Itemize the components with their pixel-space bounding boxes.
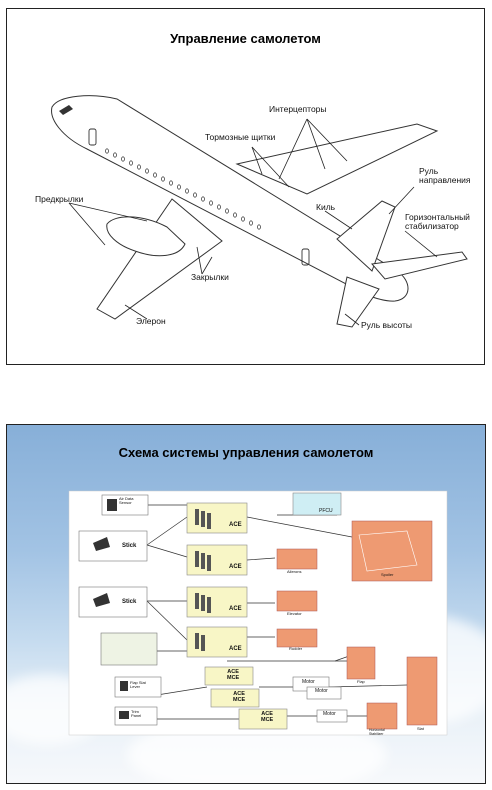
ace-label: ACE	[229, 522, 242, 528]
stabilizer-near	[336, 276, 380, 328]
stick-box-1	[78, 530, 148, 562]
lever-icon	[120, 681, 128, 691]
surface-blocks	[276, 520, 438, 730]
motor-box	[316, 709, 348, 723]
stick-icon	[93, 593, 110, 607]
slide2-title: Схема системы управления самолетом	[118, 445, 374, 460]
stick-box-2	[78, 586, 148, 618]
panel-icon	[119, 711, 129, 719]
label-fin: Киль	[316, 202, 336, 212]
far-wing	[235, 123, 439, 195]
sensor-icon	[107, 499, 117, 511]
aircraft-illustration	[51, 95, 468, 328]
motor-label: Motor	[315, 688, 328, 694]
ace-label: ACE	[229, 564, 242, 570]
near-wing	[96, 198, 223, 320]
map-box	[100, 632, 158, 666]
ace-mce-label: ACE MCE	[227, 669, 240, 682]
elevator-label: Elevator	[287, 611, 302, 616]
label-interceptors: Интерцепторы	[269, 104, 327, 114]
stick-label: Stick	[122, 599, 137, 605]
label-aileron: Элерон	[136, 316, 166, 326]
flap-label: Flap	[357, 679, 365, 684]
ace-label: ACE	[229, 646, 242, 652]
label-brake-flaps: Тормозные щитки	[205, 132, 276, 142]
slide-control-system-scheme: Схема системы управления самолетом	[6, 424, 486, 784]
ace-label: ACE	[229, 606, 242, 612]
slide-aircraft-controls: Управление самолетом	[6, 8, 485, 365]
label-flaps: Закрылки	[191, 272, 229, 282]
stick-icon	[93, 537, 110, 551]
air-data-label: Air Data Sensor	[119, 496, 134, 506]
stabilizer-label: Horizontal Stabilizer	[369, 728, 385, 736]
motor-label: Motor	[323, 711, 336, 717]
spoiler-label: Spoiler	[381, 572, 394, 577]
rudder-label: Rudder	[289, 646, 303, 651]
slide1-title: Управление самолетом	[170, 31, 321, 46]
label-rudder: Руль направления	[419, 166, 471, 186]
trim-panel-label: Trim Panel	[131, 709, 142, 719]
pfcu-label: PFCU	[319, 508, 333, 514]
pfcu-box	[292, 492, 342, 516]
control-system-diagram	[68, 490, 448, 736]
label-elevator: Руль высоты	[361, 320, 412, 330]
motor-box	[306, 686, 342, 700]
leader-lines	[68, 118, 438, 326]
ailerons-label: Ailerons	[287, 569, 302, 574]
label-horizontal-stabilizer: Горизонтальный стабилизатор	[405, 212, 470, 232]
label-slats: Предкрылки	[35, 194, 84, 204]
cabin-windows	[105, 148, 261, 230]
stabilizer-far	[371, 251, 468, 280]
slat-label: Slat	[417, 726, 424, 731]
stick-label: Stick	[122, 543, 137, 549]
motor-label: Motor	[302, 679, 315, 685]
fuselage	[51, 95, 409, 302]
ace-mce-label: ACE MCE	[233, 691, 246, 704]
ace-mce-label: ACE MCE	[261, 711, 274, 724]
flap-slat-lever-label: Flap Slat Lever	[130, 680, 146, 690]
